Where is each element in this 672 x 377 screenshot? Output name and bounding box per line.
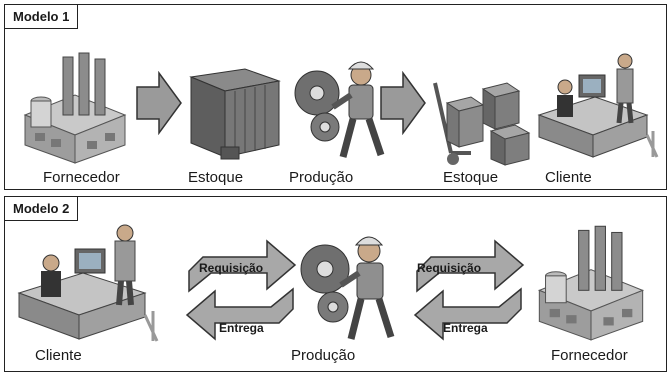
label-cliente-1: Cliente (545, 169, 592, 186)
worker-gears-icon (300, 236, 395, 340)
cycle-arrows-left-icon (185, 239, 297, 341)
arrow-right-icon (380, 71, 426, 135)
factory-icon (23, 52, 127, 164)
label-fornecedor: Fornecedor (43, 169, 120, 186)
label-estoque-1: Estoque (188, 169, 244, 186)
arrow-right-icon (136, 71, 182, 135)
label-producao-2: Produção (291, 347, 356, 364)
modelo-1-title: Modelo 1 (5, 5, 79, 29)
modelo-1-panel: Modelo 1 Fornecedor Estoque (4, 4, 667, 190)
modelo-2-panel: Modelo 2 Cliente Requisição Entrega P (4, 196, 667, 372)
label-requisicao-right: Requisição (417, 261, 482, 275)
boxes-dolly-icon (433, 82, 531, 166)
label-entrega-left: Entrega (219, 321, 264, 335)
label-producao-1: Produção (289, 169, 354, 186)
worker-gears-icon (294, 61, 385, 158)
label-entrega-right: Entrega (443, 321, 488, 335)
container-icon (189, 68, 281, 160)
modelo-2-title: Modelo 2 (5, 197, 79, 221)
label-fornecedor-2: Fornecedor (551, 347, 628, 364)
cycle-arrows-right-icon (413, 239, 525, 341)
office-desk-icon (537, 53, 659, 158)
label-estoque-2: Estoque (443, 169, 499, 186)
label-cliente-2: Cliente (35, 347, 82, 364)
factory-icon (537, 225, 645, 341)
office-desk-icon (17, 224, 159, 342)
label-requisicao-left: Requisição (199, 261, 264, 275)
